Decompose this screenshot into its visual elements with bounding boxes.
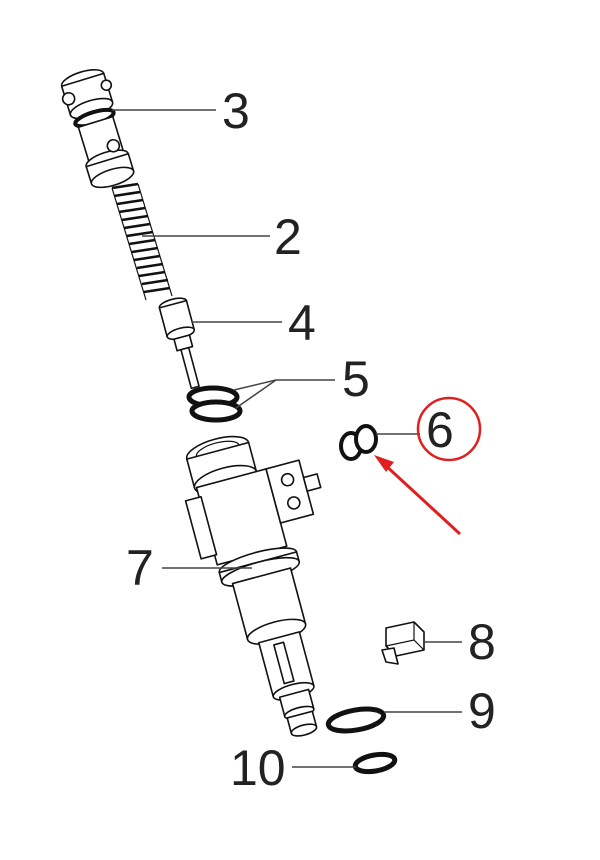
highlight-arrow-head (374, 455, 394, 472)
callout-8: 8 (468, 614, 496, 670)
callout-5: 5 (342, 351, 370, 407)
part-10-o-ring (352, 751, 398, 775)
highlight-annotation (374, 396, 482, 536)
callout-7: 7 (126, 540, 154, 596)
leader-lines (112, 109, 462, 768)
part-9-o-ring (325, 706, 387, 734)
part-3-valve-cap (60, 69, 135, 189)
part-8-clip (381, 621, 425, 665)
leader-5a (233, 379, 277, 391)
part-5-o-rings (186, 385, 243, 423)
callout-labels: 3 2 4 5 6 7 8 9 10 (126, 83, 496, 796)
callout-4: 4 (288, 295, 316, 351)
part-2-spring (111, 182, 173, 301)
part-4-valve-stem (158, 297, 200, 390)
callout-3: 3 (222, 83, 250, 139)
callout-2: 2 (274, 209, 302, 265)
leader-5b (235, 379, 277, 409)
highlight-circle (416, 396, 482, 462)
part-6-small-o-rings (339, 424, 378, 461)
part-7-valve-body (184, 435, 322, 737)
callout-6: 6 (426, 402, 454, 458)
highlight-arrow-shaft (382, 462, 462, 536)
callout-9: 9 (468, 683, 496, 739)
callout-10: 10 (230, 740, 286, 796)
